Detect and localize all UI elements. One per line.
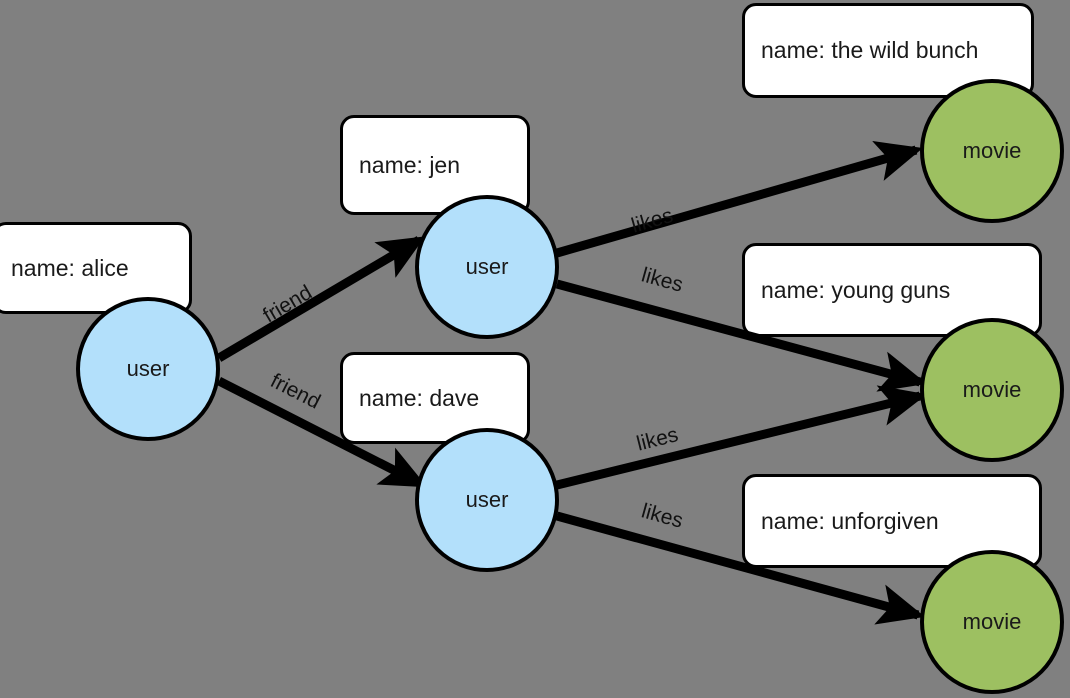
property-box-label: name: alice [11, 254, 129, 281]
node-wildbunch[interactable]: movie [920, 79, 1064, 223]
node-alice[interactable]: user [76, 297, 220, 441]
node-label: movie [962, 138, 1022, 163]
property-box-label: name: dave [359, 384, 480, 411]
node-label: user [465, 254, 509, 279]
edge-jen-younguns [555, 279, 927, 392]
property-box-label: name: unforgiven [761, 507, 939, 534]
node-unforgiven[interactable]: movie [920, 550, 1064, 694]
edge-alice-jen [216, 236, 426, 362]
edge-jen-wildbunch [555, 141, 923, 258]
node-younguns[interactable]: movie [920, 318, 1064, 462]
node-label: movie [962, 377, 1022, 402]
node-dave[interactable]: user [415, 428, 559, 572]
node-label: movie [962, 609, 1022, 634]
property-box-label: name: the wild bunch [761, 37, 979, 63]
edge-alice-dave [216, 376, 428, 489]
property-box-label: name: jen [359, 151, 461, 178]
edge-dave-younguns [555, 385, 927, 490]
property-box-alice: name: alice [0, 222, 192, 314]
property-box-label: name: young guns [761, 276, 951, 303]
property-box-dave: name: dave [340, 352, 530, 444]
node-label: user [126, 356, 170, 381]
node-jen[interactable]: user [415, 195, 559, 339]
edge-dave-unforgiven [555, 511, 925, 625]
node-label: user [465, 487, 509, 512]
